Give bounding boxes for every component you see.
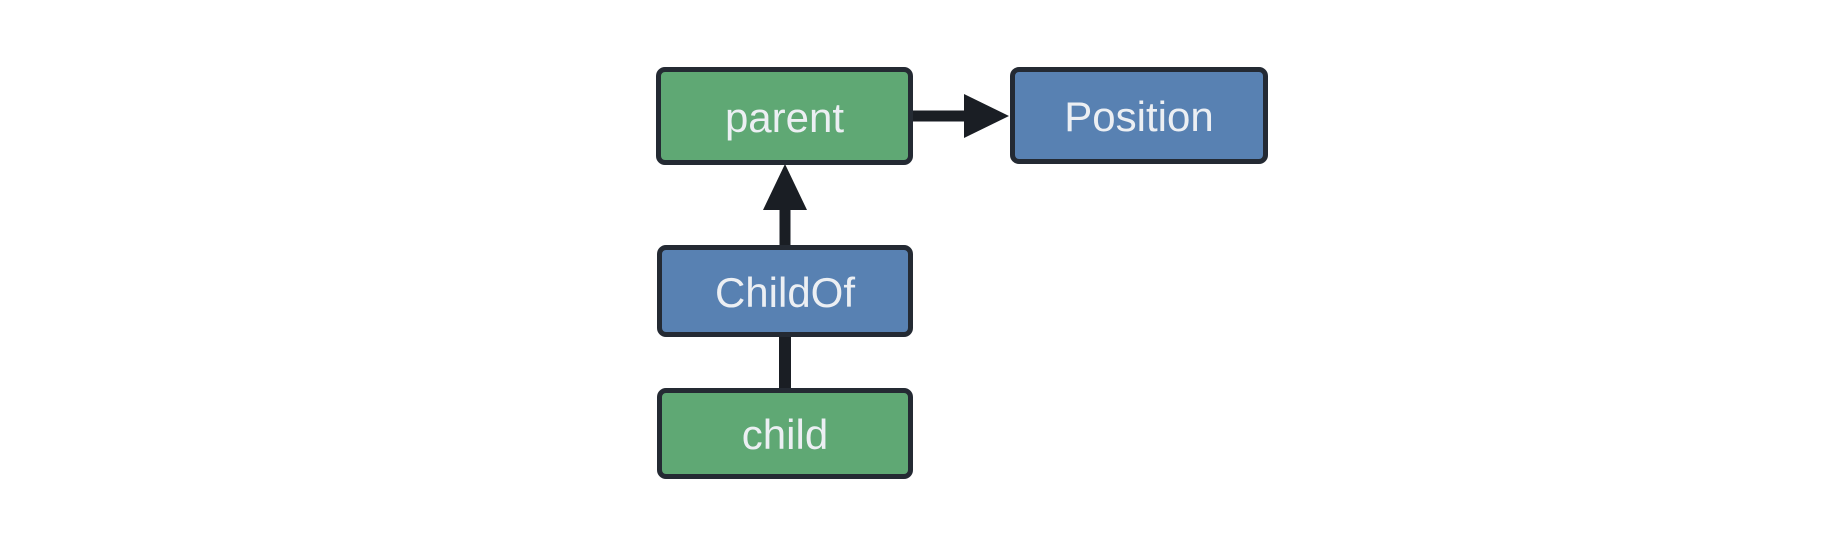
node-position-label: Position <box>1064 93 1214 140</box>
node-child-label: child <box>741 411 829 458</box>
node-parent: parent <box>656 67 913 165</box>
node-child: child <box>657 388 913 479</box>
edge-parent-position-arrowhead <box>964 94 1009 138</box>
node-position: Position <box>1010 67 1268 164</box>
edge-childof-parent-arrowhead <box>763 164 807 210</box>
node-childof-label: ChildOf <box>714 268 856 316</box>
node-childof: ChildOf <box>657 245 913 337</box>
node-parent-label: parent <box>724 93 845 141</box>
